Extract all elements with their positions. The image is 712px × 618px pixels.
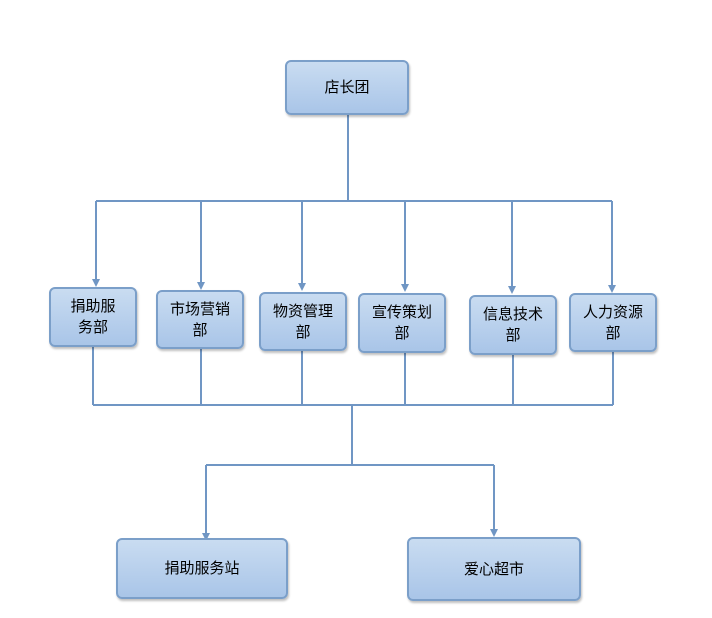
dept-node-label: 市场营销部 [169, 299, 230, 339]
output-node-1: 捐助服务站 [116, 538, 288, 599]
output-node-2: 爱心超市 [407, 537, 581, 601]
dept-node-3: 物资管理部 [259, 292, 347, 351]
dept-node-6: 人力资源部 [569, 293, 657, 352]
dept-node-label: 人力资源部 [582, 302, 643, 342]
dept-node-4: 宣传策划部 [358, 293, 446, 353]
dept-node-label: 信息技术部 [483, 305, 544, 344]
dept-node-label: 捐助服务部 [70, 297, 116, 336]
output-node-label: 捐助服务站 [164, 559, 240, 577]
dept-node-1: 捐助服务部 [49, 287, 137, 347]
dept-node-label: 宣传策划部 [371, 303, 432, 342]
root-node-label: 店长团 [324, 78, 370, 96]
output-node-label: 爱心超市 [463, 559, 524, 578]
dept-node-label: 物资管理部 [272, 301, 333, 341]
dept-node-5: 信息技术部 [469, 295, 557, 355]
root-node: 店长团 [285, 60, 409, 115]
dept-node-2: 市场营销部 [156, 290, 244, 349]
